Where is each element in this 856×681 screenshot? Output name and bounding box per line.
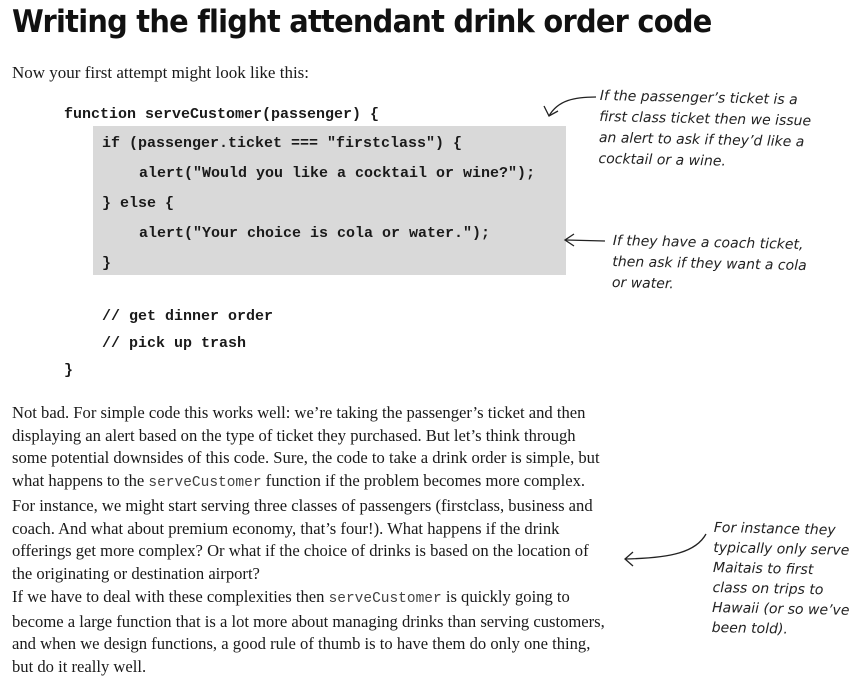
body-paragraph: If we have to deal with these complexiti… bbox=[12, 587, 605, 677]
code-line: function serveCustomer(passenger) { bbox=[64, 106, 380, 123]
code-line: if (passenger.ticket === "firstclass") { bbox=[102, 135, 463, 152]
code-comment: // get dinner order bbox=[102, 308, 274, 325]
code-line: } else { bbox=[102, 195, 175, 212]
inline-code: serveCustomer bbox=[328, 591, 442, 607]
annotation-arrow bbox=[624, 533, 707, 567]
code-highlight bbox=[93, 126, 566, 275]
code-comment: // pick up trash bbox=[102, 335, 247, 352]
page-title: Writing the flight attendant drink order… bbox=[12, 4, 712, 40]
annotation-arrow bbox=[543, 96, 597, 117]
annotation-arrow bbox=[563, 233, 606, 247]
code-line: } bbox=[102, 255, 112, 272]
code-line: } bbox=[64, 362, 74, 379]
annotation-first-class: If the passenger’s ticket is a first cla… bbox=[598, 87, 812, 170]
body-paragraph: Not bad. For simple code this works well… bbox=[12, 403, 600, 583]
intro-text: Now your first attempt might look like t… bbox=[12, 63, 310, 82]
annotation-coach: If they have a coach ticket, then ask if… bbox=[611, 232, 807, 293]
inline-code: serveCustomer bbox=[148, 475, 262, 492]
code-line: alert("Your choice is cola or water."); bbox=[139, 225, 491, 242]
code-line: alert("Would you like a cocktail or wine… bbox=[139, 165, 536, 182]
annotation-maitais: For instance they typically only serve M… bbox=[711, 519, 850, 638]
